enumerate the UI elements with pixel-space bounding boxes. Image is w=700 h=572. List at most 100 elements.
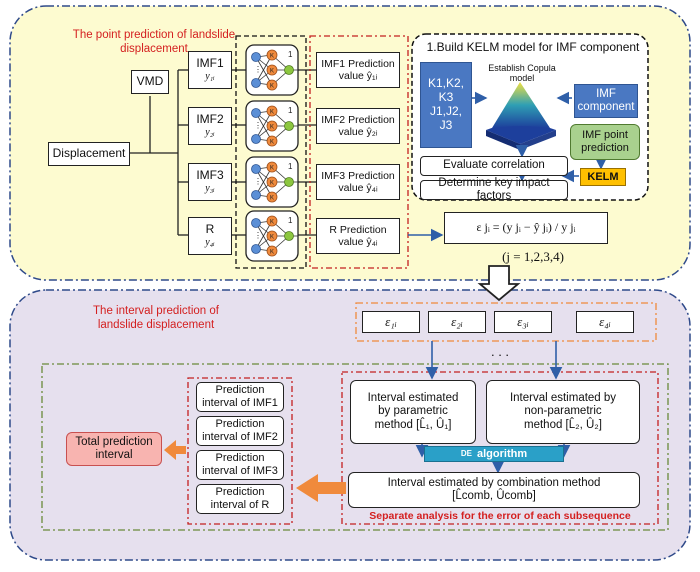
displacement-box: Displacement (48, 142, 130, 166)
hidden-node-label: K (270, 181, 274, 187)
evaluate-correlation-box: Evaluate correlation (420, 156, 568, 176)
imf-component-box: IMF component (574, 84, 638, 118)
imf-point-prediction-box: IMF point prediction (570, 124, 640, 160)
hidden-node (266, 79, 278, 91)
prediction-value-box-4: R Prediction value ŷ₄ᵢ (316, 218, 400, 254)
component-name: IMF2 (196, 112, 224, 127)
interval-box-4: Prediction interval of R (196, 484, 284, 514)
error-box-2: ε₂ᵢ (428, 311, 486, 333)
determine-factors-box: Determine key impact factors (420, 177, 568, 202)
combination-interval-box: Interval estimated by combination method… (348, 472, 640, 508)
error-formula-box: ε jᵢ = (y jᵢ − ŷ jᵢ) / y jᵢ (444, 212, 608, 244)
error-group (355, 302, 657, 342)
error-formula-text: ε jᵢ = (y jᵢ − ŷ jᵢ) / y jᵢ (476, 220, 576, 235)
svg-text:⋮: ⋮ (254, 65, 262, 74)
hidden-node (266, 230, 278, 242)
output-node (284, 65, 294, 75)
input-node (251, 244, 261, 254)
prediction-group (309, 35, 409, 269)
hidden-node (266, 120, 278, 132)
hidden-node-label: K (270, 235, 274, 241)
input-node (251, 218, 261, 228)
component-symbol: y₄ᵢ (205, 237, 215, 249)
interval-box-3: Prediction interval of IMF3 (196, 450, 284, 480)
hidden-node-label: K (270, 220, 274, 226)
input-node (251, 134, 261, 144)
bottom-panel-title: The interval prediction of landslide dis… (93, 305, 219, 331)
input-node (251, 78, 261, 88)
total-arrow (164, 440, 186, 460)
total-prediction-box: Total prediction interval (66, 432, 162, 466)
component-name: R (205, 222, 215, 237)
interval-group-components (187, 377, 293, 525)
interval-box-2: Prediction interval of IMF2 (196, 416, 284, 446)
hidden-node (266, 64, 278, 76)
neural-network-icon-3: ⋮ K K K 1 (245, 156, 299, 208)
de-prefix: DE (460, 449, 472, 459)
hidden-node-label: K (270, 69, 274, 75)
bias-label: 1 (288, 162, 293, 171)
combine-arrow (296, 474, 346, 502)
impact-factors-box: K1,K2, K3 J1,J2, J3 (420, 62, 472, 148)
j-range: (j = 1,2,3,4) (502, 249, 564, 264)
input-node (251, 190, 261, 200)
hidden-node (266, 191, 278, 203)
kelm-box: KELM (580, 168, 626, 186)
hidden-node (266, 135, 278, 147)
separate-analysis-label: Separate analysis for the error of each … (369, 510, 631, 522)
hidden-node-label: K (270, 84, 274, 90)
component-name: IMF3 (196, 168, 224, 183)
output-node (284, 121, 294, 131)
hidden-node-label: K (270, 196, 274, 202)
svg-text:⋮: ⋮ (254, 121, 262, 130)
kelm-title: 1.Build KELM model for IMF component (426, 40, 640, 54)
hidden-node (266, 245, 278, 257)
top-panel-title: The point prediction of landslide displa… (72, 29, 236, 55)
component-symbol: y₃ᵢ (205, 183, 215, 195)
hidden-node-label: K (270, 110, 274, 116)
svg-text:⋮: ⋮ (254, 177, 262, 186)
output-node (284, 177, 294, 187)
error-ellipsis: . . . (490, 344, 510, 359)
hidden-node-label: K (270, 125, 274, 131)
de-algorithm-bar: DE algorithm (424, 446, 564, 462)
output-node (284, 231, 294, 241)
bias-label: 1 (288, 216, 293, 225)
error-box-4: ε₄ᵢ (576, 311, 634, 333)
input-node (251, 52, 261, 62)
nonparametric-interval-box: Interval estimated by non-parametric met… (486, 380, 640, 444)
hidden-node (266, 49, 278, 61)
copula-label: Establish Copula model (488, 63, 556, 83)
hidden-node (266, 105, 278, 117)
error-box-1: ε₁ᵢ (362, 311, 420, 333)
component-name: IMF1 (196, 56, 224, 71)
input-node (251, 108, 261, 118)
hidden-node-label: K (270, 250, 274, 256)
component-symbol: y₁ᵢ (205, 71, 215, 83)
decomposition-tree (128, 69, 316, 236)
error-symbol: ε₁ᵢ (385, 313, 397, 329)
input-node (251, 164, 261, 174)
hidden-node (266, 161, 278, 173)
hidden-node-label: K (270, 140, 274, 146)
vmd-box: VMD (131, 70, 169, 94)
error-symbol: ε₃ᵢ (517, 313, 529, 329)
de-label: algorithm (477, 447, 528, 460)
error-box-3: ε₃ᵢ (494, 311, 552, 333)
bias-label: 1 (288, 106, 293, 115)
hidden-node (266, 215, 278, 227)
component-symbol: y₂ᵢ (205, 127, 215, 139)
transition-down-arrow (477, 265, 521, 302)
hidden-node-label: K (270, 166, 274, 172)
error-symbol: ε₄ᵢ (599, 313, 611, 329)
interval-box-1: Prediction interval of IMF1 (196, 382, 284, 412)
parametric-interval-box: Interval estimated by parametric method … (350, 380, 476, 444)
prediction-value-box-1: IMF1 Prediction value ŷ₁ᵢ (316, 52, 400, 88)
network-group (235, 35, 307, 269)
